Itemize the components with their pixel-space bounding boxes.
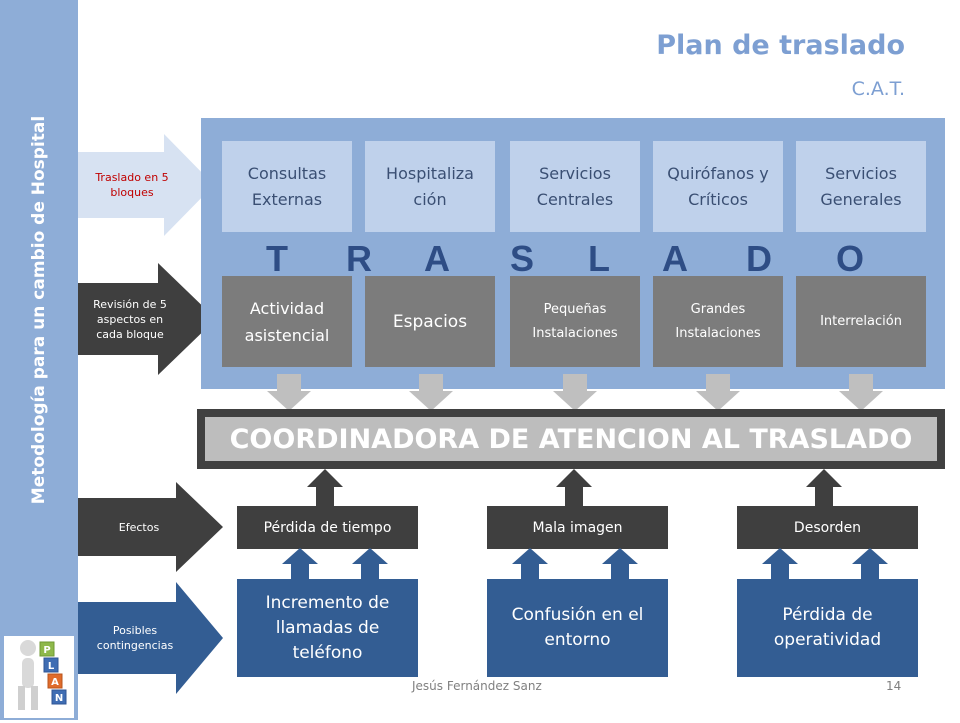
effect-mala-imagen: Mala imagen xyxy=(487,506,668,549)
aspect-pequenas-instalaciones: Pequeñas Instalaciones xyxy=(510,276,640,367)
traslado-letter: S xyxy=(510,238,535,279)
arrow-shape-revision xyxy=(78,263,216,375)
up-arrow xyxy=(556,469,592,506)
traslado-letter: O xyxy=(836,238,865,279)
left-sidebar xyxy=(0,0,78,720)
footer-author: Jesús Fernández Sanz xyxy=(412,679,542,693)
block-servicios-centrales: Servicios Centrales xyxy=(510,141,640,232)
aspect-grandes-instalaciones: Grandes Instalaciones xyxy=(653,276,783,367)
traslado-letter: L xyxy=(588,238,610,279)
up-arrow xyxy=(282,548,318,581)
block-hospitalizacion: Hospitaliza ción xyxy=(365,141,495,232)
svg-text:P: P xyxy=(43,645,50,656)
coordinadora-title: COORDINADORA DE ATENCION AL TRASLADO xyxy=(205,417,937,461)
traslado-letter: A xyxy=(424,238,450,279)
contingency-operatividad: Pérdida de operatividad xyxy=(737,579,918,677)
svg-text:A: A xyxy=(51,677,59,688)
up-arrow xyxy=(762,548,798,581)
contingency-confusion: Confusión en el entorno xyxy=(487,579,668,677)
contingency-llamadas: Incremento de llamadas de teléfono xyxy=(237,579,418,677)
traslado-letter: R xyxy=(346,238,372,279)
arrow-label-revision: Revisión de 5 aspectos en cada bloque xyxy=(93,297,167,341)
page-subtitle: C.A.T. xyxy=(851,78,905,100)
effect-perdida-tiempo: Pérdida de tiempo xyxy=(237,506,418,549)
plan-logo: P L A N xyxy=(4,636,74,718)
traslado-letter: T xyxy=(266,238,288,279)
block-servicios-generales: Servicios Generales xyxy=(796,141,926,232)
arrow-shape-traslado xyxy=(78,134,214,236)
arrow-label-efectos: Efectos xyxy=(118,520,160,534)
aspect-interrelacion: Interrelación xyxy=(796,276,926,367)
down-arrow xyxy=(839,374,883,411)
vertical-title-text: Metodología para un cambio de Hospital xyxy=(29,115,49,505)
page-title: Plan de traslado xyxy=(656,30,905,61)
arrow-label-contingencias: Posibles contingencias xyxy=(96,624,174,652)
block-consultas-externas: Consultas Externas xyxy=(222,141,352,232)
block-quirofanos-criticos: Quirófanos y Críticos xyxy=(653,141,783,232)
down-arrow xyxy=(267,374,311,411)
effect-desorden: Desorden xyxy=(737,506,918,549)
aspect-espacios: Espacios xyxy=(365,276,495,367)
up-arrow xyxy=(806,469,842,506)
up-arrow xyxy=(852,548,888,581)
arrow-shape-contingencias xyxy=(78,582,223,694)
up-arrow xyxy=(602,548,638,581)
aspect-actividad-asistencial: Actividad asistencial xyxy=(222,276,352,367)
svg-text:N: N xyxy=(55,693,63,704)
svg-text:L: L xyxy=(48,661,55,672)
arrow-shape-efectos xyxy=(78,482,223,572)
down-arrow xyxy=(696,374,740,411)
traslado-letter: A xyxy=(662,238,688,279)
page-number: 14 xyxy=(886,679,902,693)
traslado-letter: D xyxy=(746,238,772,279)
up-arrow xyxy=(307,469,343,506)
down-arrow xyxy=(409,374,453,411)
plan-logo-icon: P L A N xyxy=(18,640,67,710)
arrow-label-traslado: Traslado en 5 bloques xyxy=(95,171,169,199)
up-arrow xyxy=(512,548,548,581)
down-arrow xyxy=(553,374,597,411)
up-arrow xyxy=(352,548,388,581)
